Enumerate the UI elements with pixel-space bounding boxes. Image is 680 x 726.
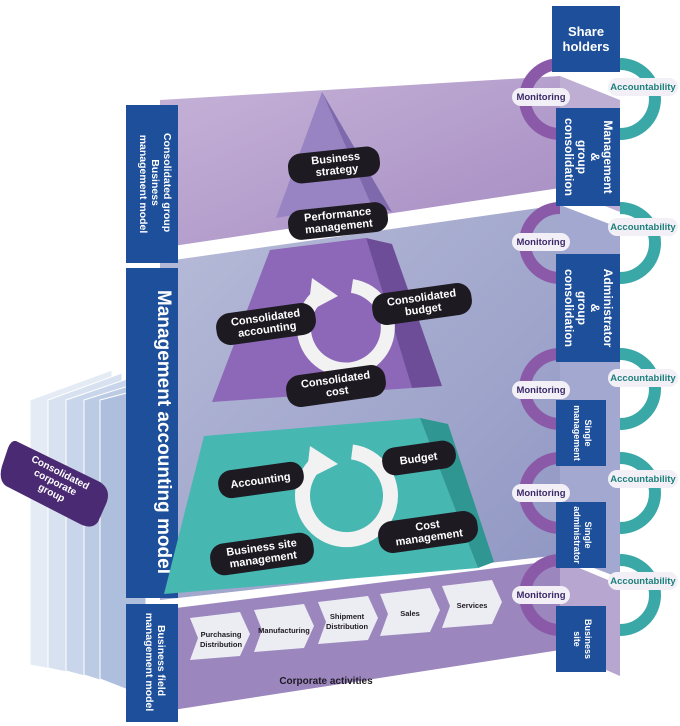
svg-text:Singlemanagement: Singlemanagement xyxy=(572,405,593,461)
monitoring-label: Monitoring xyxy=(512,484,570,502)
node-business-site: Businesssite xyxy=(556,606,606,672)
pill-consolidated-budget: Consolidatedbudget xyxy=(372,283,472,325)
node-administrator-group-consolidation: Administrator&groupconsolidation xyxy=(556,254,620,362)
accountability-label: Accountability xyxy=(608,369,678,387)
monitoring-label: Monitoring xyxy=(512,88,570,106)
svg-text:Accountability: Accountability xyxy=(610,222,676,233)
accountability-label: Accountability xyxy=(608,572,678,590)
activity-services: Services xyxy=(442,580,502,628)
svg-text:Monitoring: Monitoring xyxy=(516,237,565,248)
label-group-business-model: Consolidated group Business management m… xyxy=(137,133,173,235)
svg-text:Consolidated group Busin: Consolidated group Business management m… xyxy=(137,133,173,235)
corporate-activities-caption: Corporate activities xyxy=(279,676,373,687)
accountability-label: Accountability xyxy=(608,78,678,96)
accountability-label: Accountability xyxy=(608,470,678,488)
node-management-group-consolidation: Management&groupconsolidation xyxy=(556,108,620,206)
pill-business-site-management: Business sitemanagement xyxy=(210,532,314,576)
node-single-administrator: Singleadministrator xyxy=(556,502,606,568)
svg-text:Accountability: Accountability xyxy=(610,373,676,384)
activity-sales: Sales xyxy=(380,588,440,636)
pill-consolidated-cost: Consolidatedcost xyxy=(286,365,386,407)
svg-text:Manufacturing: Manufacturing xyxy=(258,626,310,635)
svg-text:Business field managemen: Business field management model xyxy=(143,613,167,712)
svg-text:Management&groupconsolidation: Management&groupconsolidation xyxy=(562,118,615,196)
pill-accounting: Accounting xyxy=(218,461,304,499)
pill-cost-management: Costmanagement xyxy=(378,511,478,553)
svg-text:Sales: Sales xyxy=(400,609,420,618)
monitoring-label: Monitoring xyxy=(512,381,570,399)
svg-text:Services: Services xyxy=(457,601,488,610)
pill-business-strategy: Businessstrategy xyxy=(287,146,381,184)
svg-text:Administrator&groupconsolidati: Administrator&groupconsolidation xyxy=(562,269,615,348)
pill-performance-management: Performancemanagement xyxy=(287,202,389,240)
svg-text:Businessstrategy: Businessstrategy xyxy=(311,150,362,179)
svg-text:Accountability: Accountability xyxy=(610,576,676,587)
cycle-arrow-icon xyxy=(295,444,398,548)
loop-labels: Monitoring Accountability Monitoring Acc… xyxy=(512,78,678,604)
svg-text:Businesssite: Businesssite xyxy=(572,619,593,659)
pill-budget: Budget xyxy=(382,440,456,476)
monitoring-label: Monitoring xyxy=(512,586,570,604)
activity-manufacturing: Manufacturing xyxy=(254,604,314,652)
pill-consolidated-accounting: Consolidatedaccounting xyxy=(216,303,316,345)
svg-text:Accountability: Accountability xyxy=(610,474,676,485)
accountability-label: Accountability xyxy=(608,218,678,236)
left-bars xyxy=(126,105,178,722)
svg-text:Monitoring: Monitoring xyxy=(516,385,565,396)
svg-text:Monitoring: Monitoring xyxy=(516,488,565,499)
svg-text:Singleadministrator: Singleadministrator xyxy=(572,506,593,564)
svg-text:Accountability: Accountability xyxy=(610,82,676,93)
svg-text:Monitoring: Monitoring xyxy=(516,92,565,103)
monitoring-label: Monitoring xyxy=(512,233,570,251)
svg-text:Monitoring: Monitoring xyxy=(516,590,565,601)
label-business-field-model: Business field management model xyxy=(143,613,167,712)
label-management-accounting-model: Management accounting model xyxy=(153,290,174,574)
svg-text:Budget: Budget xyxy=(399,450,439,467)
node-single-management: Singlemanagement xyxy=(556,400,606,466)
